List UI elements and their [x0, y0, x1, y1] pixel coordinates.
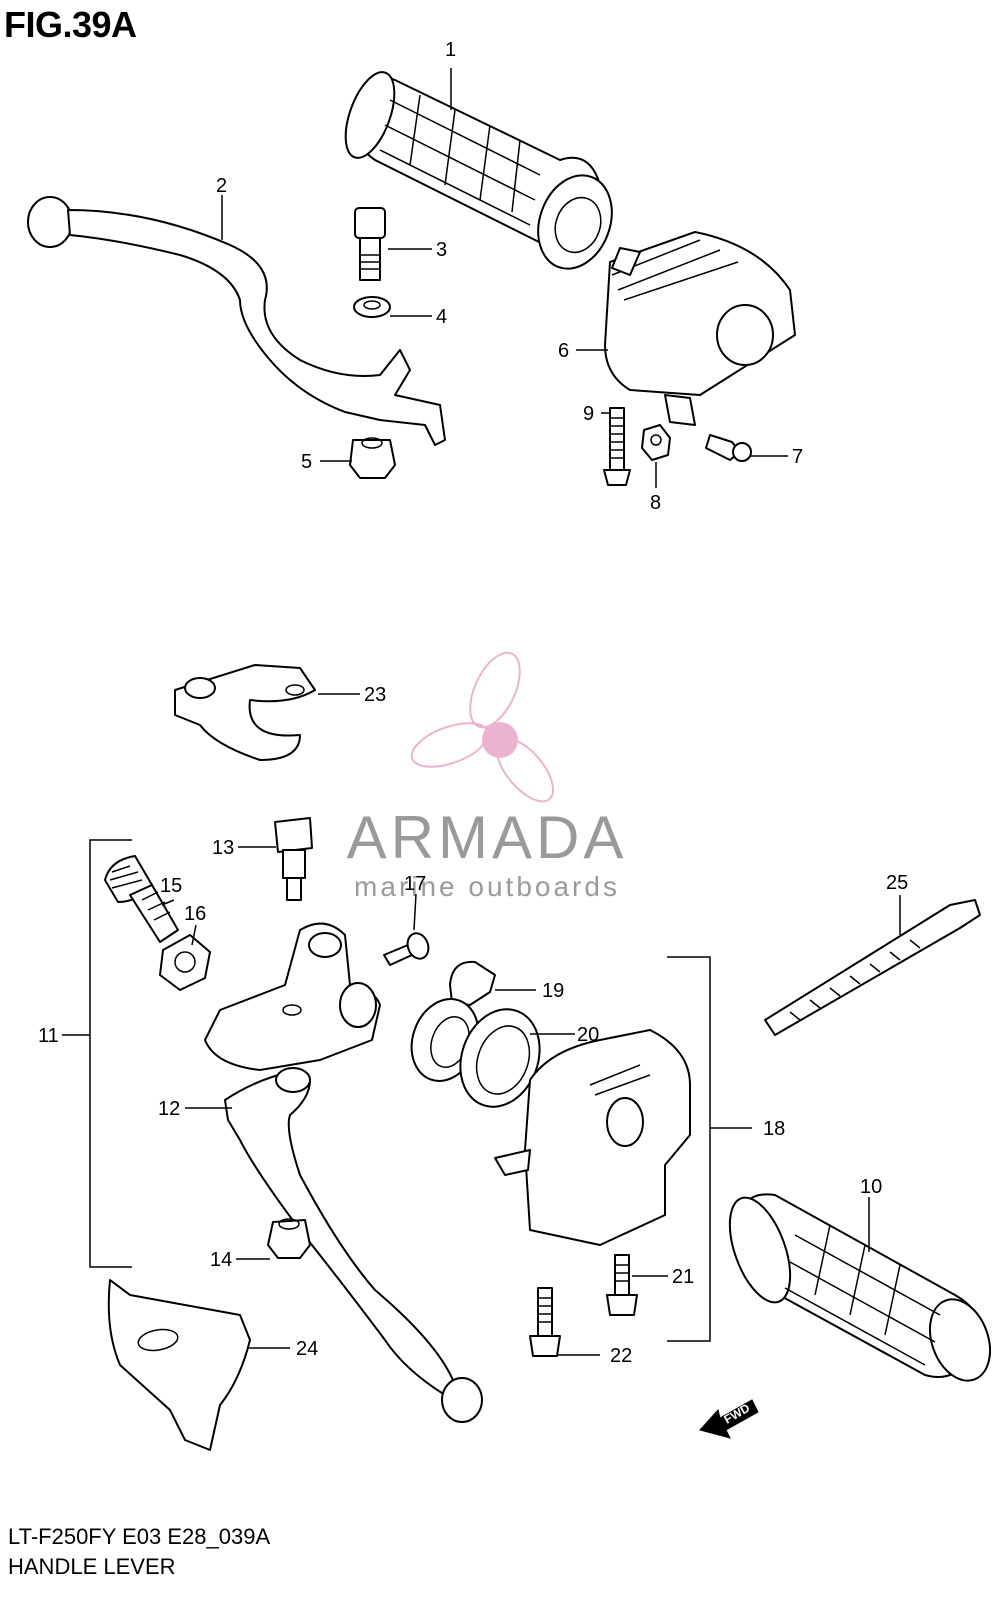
part-15-adjuster — [104, 855, 179, 943]
part-5-nut — [349, 437, 396, 479]
callout-labels: 1 2 3 4 5 6 7 8 9 10 11 12 13 14 15 16 1… — [38, 39, 908, 1367]
watermark-logo — [410, 651, 555, 803]
callout-11: 11 — [38, 1025, 59, 1047]
callout-5: 5 — [301, 451, 312, 473]
callout-6: 6 — [558, 340, 569, 362]
part-7-screw — [705, 434, 752, 462]
callout-23: 23 — [364, 684, 386, 706]
part-24-boot — [107, 1279, 251, 1451]
watermark-brand: ARMADA — [347, 804, 628, 871]
part-18-switch-housing — [494, 1029, 691, 1246]
callout-21: 21 — [672, 1266, 694, 1288]
callout-24: 24 — [296, 1338, 318, 1360]
callout-18: 18 — [763, 1118, 785, 1140]
part-9-screw — [603, 407, 631, 486]
callout-19: 19 — [542, 980, 564, 1002]
part-16-locknut — [159, 934, 211, 991]
callout-20: 20 — [577, 1024, 599, 1046]
part-10-grip — [728, 1193, 991, 1382]
callout-12: 12 — [158, 1098, 180, 1120]
callout-14: 14 — [210, 1249, 232, 1271]
group-bracket-11 — [89, 839, 132, 1268]
part-13-bolt — [274, 817, 313, 901]
callout-2: 2 — [216, 175, 227, 197]
part-11-holder — [204, 922, 381, 1071]
callout-8: 8 — [650, 492, 661, 514]
callout-10: 10 — [860, 1176, 882, 1198]
callout-25: 25 — [886, 872, 908, 894]
callout-1: 1 — [445, 39, 456, 61]
part-2-lever — [27, 196, 446, 446]
callout-17: 17 — [404, 873, 426, 895]
part-21-screw — [606, 1254, 638, 1316]
callout-3: 3 — [436, 239, 447, 261]
part-6-switch-housing — [604, 231, 796, 426]
figure-title: FIG.39A — [4, 4, 137, 45]
part-20-rings — [410, 998, 541, 1108]
callout-7: 7 — [792, 446, 803, 468]
part-12-lever — [224, 1067, 483, 1423]
part-3-bolt — [354, 207, 386, 281]
watermark-tagline: marine outboards — [354, 871, 620, 902]
group-bracket-18 — [667, 956, 711, 1342]
part-1-grip — [344, 71, 613, 270]
part-4-washer — [353, 296, 391, 318]
part-22-screw — [529, 1287, 561, 1357]
part-25-cable-tie — [764, 899, 981, 1036]
footer-section-name: HANDLE LEVER — [8, 1554, 176, 1579]
part-17-screw — [383, 932, 430, 966]
part-23-bracket — [174, 664, 316, 761]
part-14-nut — [267, 1218, 311, 1259]
callout-15: 15 — [160, 875, 182, 897]
callout-16: 16 — [184, 903, 206, 925]
callout-13: 13 — [212, 837, 234, 859]
leader-lines — [62, 68, 901, 1356]
callout-22: 22 — [610, 1345, 632, 1367]
callout-4: 4 — [436, 306, 447, 328]
part-8-nut — [641, 424, 671, 461]
fwd-direction-arrow: FWD — [699, 1399, 759, 1439]
part-19-throttle — [449, 960, 496, 1006]
callout-9: 9 — [583, 403, 594, 425]
footer-model-code: LT-F250FY E03 E28_039A — [8, 1524, 271, 1549]
